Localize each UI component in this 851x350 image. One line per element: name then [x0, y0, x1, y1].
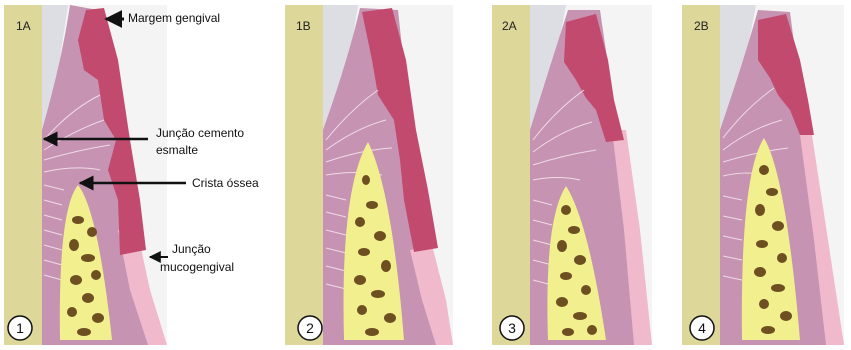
panel-2b: 2B 4: [682, 5, 844, 345]
cej-label-line2: esmalte: [156, 143, 198, 157]
panel-number: 4: [698, 320, 706, 336]
tooth-root: [682, 5, 720, 345]
panel-id-label: 1B: [296, 19, 311, 33]
panel-number: 3: [508, 320, 516, 336]
panel-1a: 1A 1: [4, 5, 167, 345]
panel-1b: 1B 2: [285, 5, 453, 345]
panel-id-label: 2B: [694, 19, 709, 33]
panel-id-label: 2A: [502, 19, 517, 33]
mgj-label-line1: Junção: [172, 242, 211, 256]
cej-label-line1: Junção cemento: [156, 126, 244, 140]
gingival-margin-label: Margem gengival: [128, 11, 220, 25]
tooth-root: [492, 5, 530, 345]
panel-2a: 2A 3: [492, 5, 652, 345]
panel-id-label: 1A: [16, 19, 31, 33]
panel-number: 1: [16, 320, 24, 336]
mgj-label-line2: mucogengival: [160, 260, 234, 274]
bone-crest-label: Crista óssea: [192, 176, 259, 190]
panel-number: 2: [306, 320, 314, 336]
tooth-root: [285, 5, 323, 345]
tooth-root: [4, 5, 42, 345]
